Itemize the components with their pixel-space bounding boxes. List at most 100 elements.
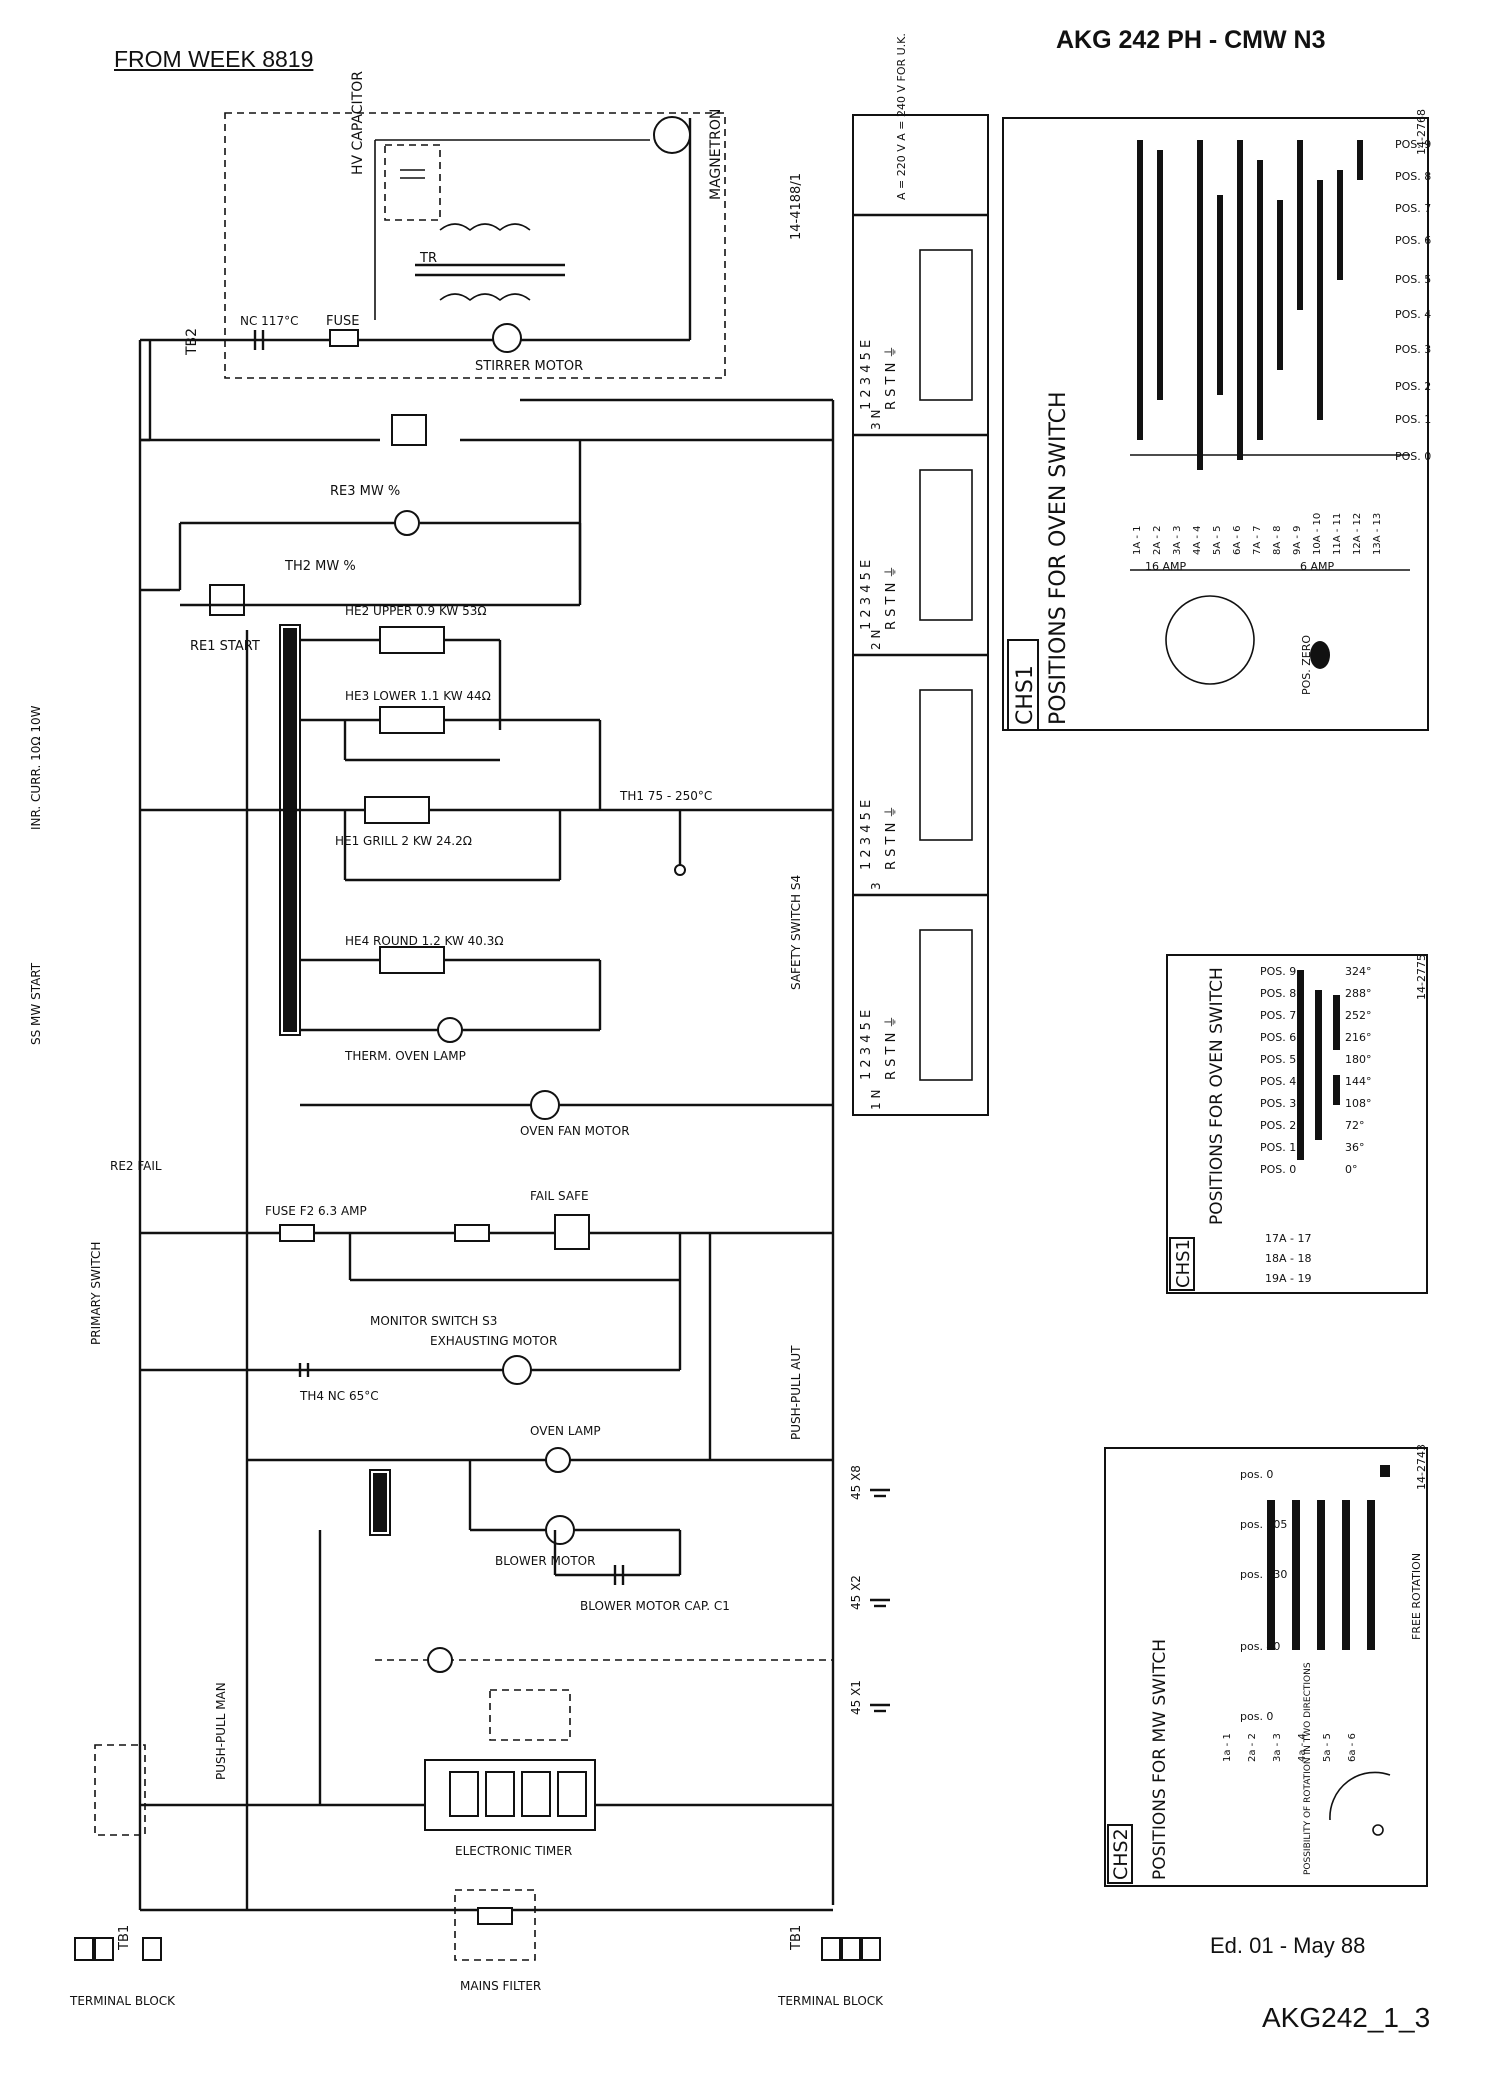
label-he4: HE4 ROUND 1.2 KW 40.3Ω — [345, 934, 504, 948]
chs1-top-contact-6: 6A - 6 — [1232, 525, 1243, 555]
label-x2: 45 X2 — [849, 1575, 863, 1610]
panel-row-4: 1 N — [869, 1090, 883, 1110]
blower-motor-symbol — [545, 1515, 575, 1545]
label-he2: HE2 UPPER 0.9 KW 53Ω — [345, 604, 487, 618]
chs1-top-pos-2: POS. 2 — [1395, 380, 1431, 393]
chs1-mid-subtitle: POSITIONS FOR OVEN SWITCH — [1207, 967, 1227, 1225]
chs1-top-pos-zero: POS. ZERO — [1300, 635, 1313, 695]
chs2-free-rotation: FREE ROTATION — [1410, 1553, 1423, 1640]
chs2-contact-5: 5a - 5 — [1322, 1733, 1333, 1762]
label-re3: RE3 MW % — [330, 484, 400, 499]
chs1-table-top: CHS1 POSITIONS FOR OVEN SWITCH 14-2768 P… — [1002, 109, 1431, 731]
panel-pin-header-3: 1 2 3 4 5 E — [859, 800, 874, 870]
label-tb1-left: TB1 — [117, 1925, 132, 1951]
label-fuse-top: FUSE — [326, 314, 359, 329]
label-tb2: TB2 — [184, 328, 200, 356]
chs1-top-pos-8: POS. 8 — [1395, 170, 1431, 183]
chs1-mid-deg-7: 252° — [1345, 1009, 1372, 1022]
chs1-top-contact-13: 13A - 13 — [1372, 513, 1383, 555]
label-tb1-right: TB1 — [789, 1925, 804, 1951]
label-terminal-block-right: TERMINAL BLOCK — [777, 1994, 884, 2008]
label-stirrer-motor: STIRRER MOTOR — [475, 359, 583, 374]
chs1-top-pos-9: POS. 9 — [1395, 138, 1431, 151]
relay-re2-coil — [554, 1214, 590, 1250]
chs2-contact-6: 6a - 6 — [1347, 1733, 1358, 1762]
panel-pin-letters-2: R S T N ⏚ — [884, 566, 899, 630]
label-therm-oven-lamp: THERM. OVEN LAMP — [344, 1049, 466, 1063]
panel-pin-header-4: 1 2 3 4 5 E — [859, 1010, 874, 1080]
magnetron-enclosure — [224, 112, 726, 379]
chs1-mid-deg-8: 288° — [1345, 987, 1372, 1000]
label-re2-fail: RE2 FAIL — [110, 1159, 162, 1173]
lamp-pl2 — [394, 510, 420, 536]
chs1-mid-pos-3: POS. 3 — [1260, 1097, 1296, 1110]
chs1-top-contact-4: 4A - 4 — [1192, 525, 1203, 555]
label-oven-lamp: OVEN LAMP — [530, 1424, 601, 1438]
panel-pin-header-1: 1 2 3 4 5 E — [859, 340, 874, 410]
chs1-mid-contact-18: 18A - 18 — [1265, 1252, 1311, 1265]
mains-filter — [454, 1889, 536, 1961]
label-x8: 45 X8 — [849, 1465, 863, 1500]
chs1-top-subtitle: POSITIONS FOR OVEN SWITCH — [1046, 391, 1071, 725]
chs1-mid-pos-8: POS. 8 — [1260, 987, 1296, 1000]
chs2-table: CHS2 POSITIONS FOR MW SWITCH 14-2743 FRE… — [1104, 1444, 1428, 1887]
chs2-subtitle: POSITIONS FOR MW SWITCH — [1150, 1639, 1170, 1880]
chs2-pos-230: pos. 230 — [1240, 1568, 1287, 1581]
panel-pin-letters-1: R S T N ⏚ — [884, 346, 899, 410]
label-inr-curr: INR. CURR. 10Ω 10W — [29, 705, 43, 830]
chs1-top-pos-3: POS. 3 — [1395, 343, 1431, 356]
relay-re3-coil — [391, 414, 427, 446]
chs1-mid-deg-0: 0° — [1345, 1163, 1358, 1176]
from-week-label: FROM WEEK 8819 — [114, 46, 314, 72]
lamp-pl1 — [437, 1017, 463, 1043]
chs1-top-contact-2: 2A - 2 — [1152, 525, 1163, 555]
lamp-oven — [545, 1447, 571, 1473]
heater-he1 — [364, 796, 430, 824]
chs1-mid-contact-17: 17A - 17 — [1265, 1232, 1311, 1245]
chs2-contact-4: 4a - 4 — [1297, 1733, 1308, 1762]
panel-voltage-note: A = 220 V A = 240 V FOR U.K. — [895, 33, 908, 200]
connector-panel: A = 220 V A = 240 V FOR U.K. 1 2 3 4 5 E… — [852, 33, 989, 1116]
main-circuit: HV CAPACITOR MAGNETRON STIRRER MOTOR FUS… — [29, 71, 890, 2008]
label-blower-motor: BLOWER MOTOR — [495, 1554, 595, 1568]
label-th2: TH2 MW % — [284, 559, 356, 574]
heater-he3 — [379, 706, 445, 734]
chs1-mid-deg-3: 108° — [1345, 1097, 1372, 1110]
heater-he4 — [379, 946, 445, 974]
chs1-top-contact-10: 10A - 10 — [1312, 513, 1323, 555]
chs2-doc-no: 14-2743 — [1415, 1444, 1428, 1490]
chs1-top-contact-7: 7A - 7 — [1252, 525, 1263, 555]
label-oven-fan-motor: OVEN FAN MOTOR — [520, 1124, 630, 1138]
model-title: AKG 242 PH - CMW N3 — [1056, 26, 1326, 54]
chs1-mid-pos-9: POS. 9 — [1260, 965, 1296, 978]
label-fuse-f2: FUSE F2 6.3 AMP — [265, 1204, 367, 1218]
label-he1: HE1 GRILL 2 KW 24.2Ω — [335, 834, 472, 848]
panel-row-1: 3 N — [869, 410, 883, 430]
chs1-top-pos-5: POS. 5 — [1395, 273, 1431, 286]
lamp-pl4 — [427, 1647, 453, 1673]
chs1-mid-doc-no: 14-2775 — [1415, 954, 1428, 1000]
chs1-mid-title: CHS1 — [1173, 1239, 1194, 1288]
chs1-top-pos-4: POS. 4 — [1395, 308, 1431, 321]
chs1-contact-bank — [283, 628, 297, 1032]
chs2-contact-1: 1a - 1 — [1222, 1733, 1233, 1762]
chs1-mid-contact-19: 19A - 19 — [1265, 1272, 1311, 1285]
chs1-mid-pos-6: POS. 6 — [1260, 1031, 1296, 1044]
chs1-top-pos-7: POS. 7 — [1395, 202, 1431, 215]
label-electronic-timer: ELECTRONIC TIMER — [455, 1844, 572, 1858]
terminal-left-c — [142, 1937, 162, 1961]
chs1-mid-deg-6: 216° — [1345, 1031, 1372, 1044]
drawing-code: AKG242_1_3 — [1262, 2002, 1431, 2033]
label-push-pull-aut: PUSH-PULL AUT — [789, 1345, 803, 1440]
chs1-mid-pos-1: POS. 1 — [1260, 1141, 1296, 1154]
label-primary-switch: PRIMARY SWITCH — [89, 1242, 103, 1345]
chs1-top-doc-no: 14-2768 — [1415, 109, 1428, 155]
chs2-title: CHS2 — [1110, 1828, 1132, 1880]
chs1-top-contact-1: 1A - 1 — [1132, 525, 1143, 555]
chs1-top-contact-8: 8A - 8 — [1272, 525, 1283, 555]
chs1-mid-deg-2: 72° — [1345, 1119, 1365, 1132]
chs1-top-pos-1: POS. 1 — [1395, 413, 1431, 426]
terminal-right-c — [861, 1937, 881, 1961]
chs1-top-contact-5: 5A - 5 — [1212, 525, 1223, 555]
